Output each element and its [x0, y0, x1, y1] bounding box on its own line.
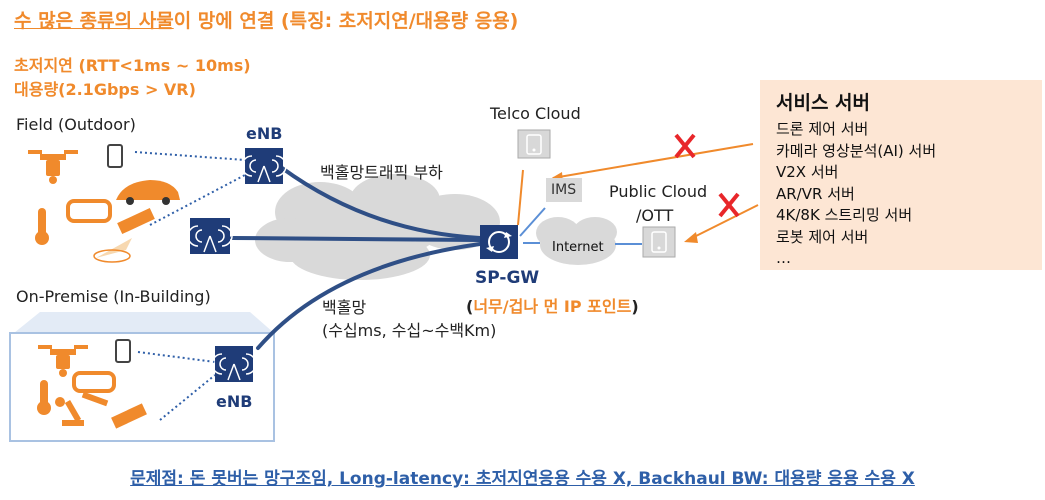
telco-server-icon: [517, 129, 551, 159]
smartphone-icon: [115, 339, 131, 363]
vr-headset-icon: [66, 199, 112, 223]
spgw-note: (너무/겁나 먼 IP 포인트): [466, 297, 639, 316]
ims-box: [546, 178, 582, 202]
backhaul-cloud: [255, 174, 500, 280]
thermometer-icon: [35, 208, 49, 245]
link-enb-top: [280, 166, 482, 240]
enb-antenna-icon-mid: [187, 218, 233, 254]
onprem-label: On-Premise (In-Building): [16, 287, 211, 306]
field-devices: [28, 144, 180, 263]
spgw-label: SP-GW: [475, 268, 540, 288]
capacity-requirement: 대용량(2.1Gbps > VR): [14, 80, 196, 99]
field-label: Field (Outdoor): [16, 115, 136, 134]
backhaul-load-label: 백홀망트래픽 부하: [320, 163, 443, 182]
public-cloud-label-1: Public Cloud: [609, 182, 708, 201]
telco-cloud-label: Telco Cloud: [490, 104, 581, 123]
server-item: AR/VR 서버: [776, 184, 855, 203]
arrow-head-public: [684, 232, 698, 243]
server-item: 로봇 제어 서버: [776, 227, 869, 246]
x-mark-icons: [674, 133, 740, 218]
onprem-devices: [37, 339, 147, 429]
internet-cloud: [536, 217, 617, 265]
service-server-box: 서비스 서버 드론 제어 서버 카메라 영상분석(AI) 서버 V2X 서버 A…: [760, 80, 1042, 270]
cctv-camera-icon: [111, 403, 147, 429]
server-item: …: [776, 249, 791, 267]
page-title: 수 많은 종류의 사물이 망에 연결 (특징: 초저지연/대용량 응용): [14, 6, 518, 33]
title-prefix: 수 많은 종류의 사물: [14, 10, 174, 32]
spgw-icon: [480, 225, 518, 259]
drone-icon: [28, 150, 78, 184]
internet-label: Internet: [552, 240, 604, 255]
enb-antenna-icon-top: [241, 148, 287, 184]
server-title: 서비스 서버: [776, 92, 871, 114]
car-icon: [116, 180, 180, 205]
problem-statement: 문제점: 돈 못버는 망구조임, Long-latency: 초저지연응용 수용…: [130, 469, 915, 489]
server-item: V2X 서버: [776, 163, 839, 181]
title-suffix: 이 망에 연결 (특징: 초저지연/대용량 응용): [173, 10, 519, 32]
server-item: 4K/8K 스트리밍 서버: [776, 206, 913, 224]
enb-label-bottom: eNB: [216, 392, 253, 411]
link-enb-bottom: [256, 242, 482, 350]
backhaul-spec-label: (수십ms, 수십~수백Km): [322, 321, 497, 340]
drone-icon: [38, 345, 88, 377]
public-server-icon: [642, 226, 676, 258]
thermometer-icon: [37, 380, 51, 415]
enb-label-top: eNB: [246, 124, 283, 143]
robot-arm-icon: [55, 391, 109, 426]
ims-label: IMS: [551, 182, 577, 198]
server-item: 카메라 영상분석(AI) 서버: [776, 141, 937, 160]
backhaul-label: 백홀망: [322, 298, 367, 317]
cctv-camera-icon: [93, 207, 155, 263]
latency-requirement: 초저지연 (RTT<1ms ~ 10ms): [14, 56, 251, 75]
link-enb-mid: [230, 236, 482, 242]
smartphone-icon: [107, 144, 123, 168]
enb-antenna-icon-bottom: [211, 346, 257, 382]
vr-headset-icon: [72, 371, 116, 393]
spgw-note-text: 너무/겁나 먼 IP 포인트: [473, 297, 632, 316]
public-cloud-label-2: /OTT: [636, 206, 674, 225]
server-item: 드론 제어 서버: [776, 120, 869, 138]
